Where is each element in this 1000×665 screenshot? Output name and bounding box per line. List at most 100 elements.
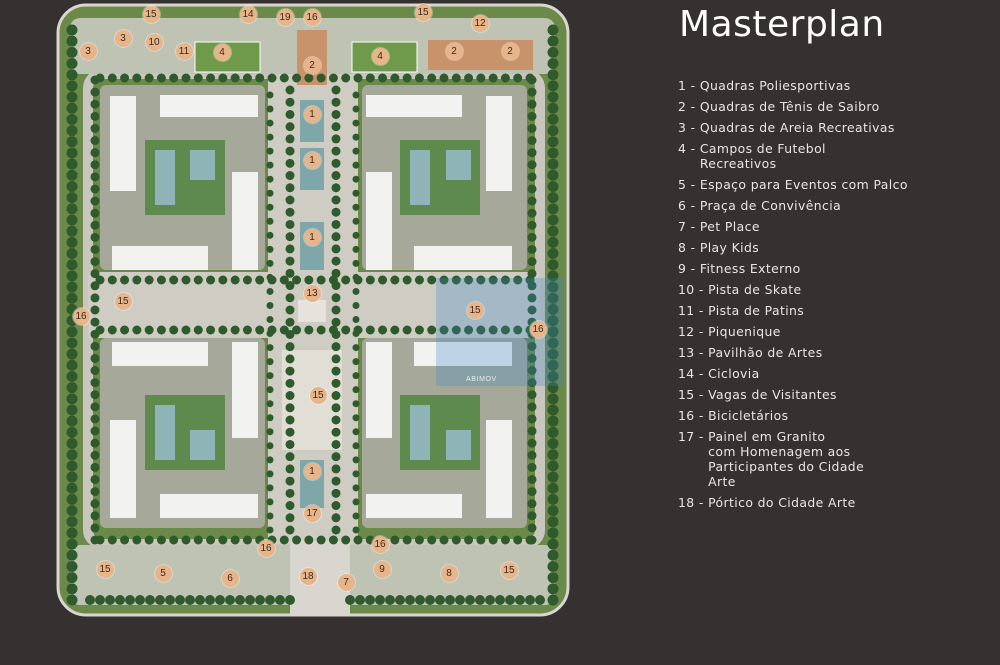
tree	[279, 275, 289, 285]
tree	[66, 560, 78, 572]
map-marker: 19	[276, 8, 294, 26]
legend-item: 4 - Campos de Futebol Recreativos	[678, 141, 988, 171]
legend-label: Campos de Futebol Recreativos	[699, 141, 826, 171]
tree	[527, 378, 537, 388]
tree	[316, 325, 326, 335]
tree	[120, 535, 130, 545]
tree	[266, 386, 274, 394]
tree	[527, 523, 537, 533]
tree	[66, 102, 78, 114]
tree	[90, 438, 100, 448]
tree	[66, 426, 78, 438]
tree	[527, 414, 537, 424]
tree	[285, 134, 295, 144]
tree	[135, 595, 145, 605]
tree	[527, 450, 537, 460]
tree	[547, 337, 559, 349]
tree	[427, 325, 437, 335]
legend-number: 18 -	[678, 495, 709, 510]
tree	[547, 482, 559, 494]
tree	[513, 535, 523, 545]
tree	[66, 169, 78, 181]
tree	[500, 73, 510, 83]
residential-block-ne	[362, 85, 527, 270]
tree	[292, 73, 302, 83]
tree	[435, 595, 445, 605]
tree	[266, 428, 274, 436]
legend-item: 11 - Pista de Patins	[678, 303, 988, 318]
tree	[66, 203, 78, 215]
tree	[547, 505, 559, 517]
tree	[476, 535, 486, 545]
tree	[66, 158, 78, 170]
tree	[378, 275, 388, 285]
tree	[90, 353, 100, 363]
tree	[352, 442, 360, 450]
tree	[390, 73, 400, 83]
tree	[266, 119, 274, 127]
tree	[285, 244, 295, 254]
tree	[402, 275, 412, 285]
tree	[352, 133, 360, 141]
legend-label: Pista de Patins	[708, 303, 805, 318]
tree	[144, 275, 154, 285]
tree	[331, 427, 341, 437]
tree	[185, 595, 195, 605]
tree	[352, 245, 360, 253]
map-marker: 8	[440, 564, 458, 582]
legend-label: Piquenique	[708, 324, 781, 339]
tree	[90, 136, 100, 146]
tree	[331, 391, 341, 401]
tree	[527, 462, 537, 472]
legend-label: Ciclovia	[708, 366, 760, 381]
tree	[345, 595, 355, 605]
map-marker: 5	[154, 564, 172, 582]
tree	[169, 275, 179, 285]
tree	[527, 148, 537, 158]
map-marker: 1	[303, 228, 321, 246]
tree	[547, 370, 559, 382]
tree	[547, 303, 559, 315]
tree	[341, 325, 351, 335]
tree	[547, 560, 559, 572]
legend-number: 11 -	[678, 303, 709, 318]
tree	[331, 403, 341, 413]
legend-item: 10 - Pista de Skate	[678, 282, 988, 297]
tree	[90, 232, 100, 242]
tree	[316, 535, 326, 545]
tree	[527, 87, 537, 97]
tree	[181, 325, 191, 335]
tree	[547, 169, 559, 181]
tree	[90, 378, 100, 388]
tree	[266, 231, 274, 239]
legend-number: 3 -	[678, 120, 700, 135]
tree	[266, 203, 274, 211]
legend-label: Praça de Convivência	[699, 198, 842, 213]
legend-number: 14 -	[678, 366, 709, 381]
tree	[66, 471, 78, 483]
tree	[285, 122, 295, 132]
tree	[66, 516, 78, 528]
legend-number: 1 -	[678, 78, 700, 93]
tree	[292, 325, 302, 335]
tree	[66, 69, 78, 81]
tree	[525, 73, 535, 83]
tree	[285, 452, 295, 462]
tree	[156, 325, 166, 335]
page-title: Masterplan	[679, 4, 885, 45]
tree	[90, 450, 100, 460]
tree	[331, 513, 341, 523]
tree	[527, 172, 537, 182]
map-marker: 13	[303, 284, 321, 302]
tree	[352, 189, 360, 197]
tree	[66, 125, 78, 137]
tree	[547, 158, 559, 170]
art-pavilion	[298, 300, 326, 322]
tree	[547, 91, 559, 103]
map-marker: 16	[303, 8, 321, 26]
map-marker: 15	[414, 3, 432, 21]
tree	[66, 259, 78, 271]
tree	[285, 501, 295, 511]
tree	[439, 275, 449, 285]
tree	[485, 595, 495, 605]
